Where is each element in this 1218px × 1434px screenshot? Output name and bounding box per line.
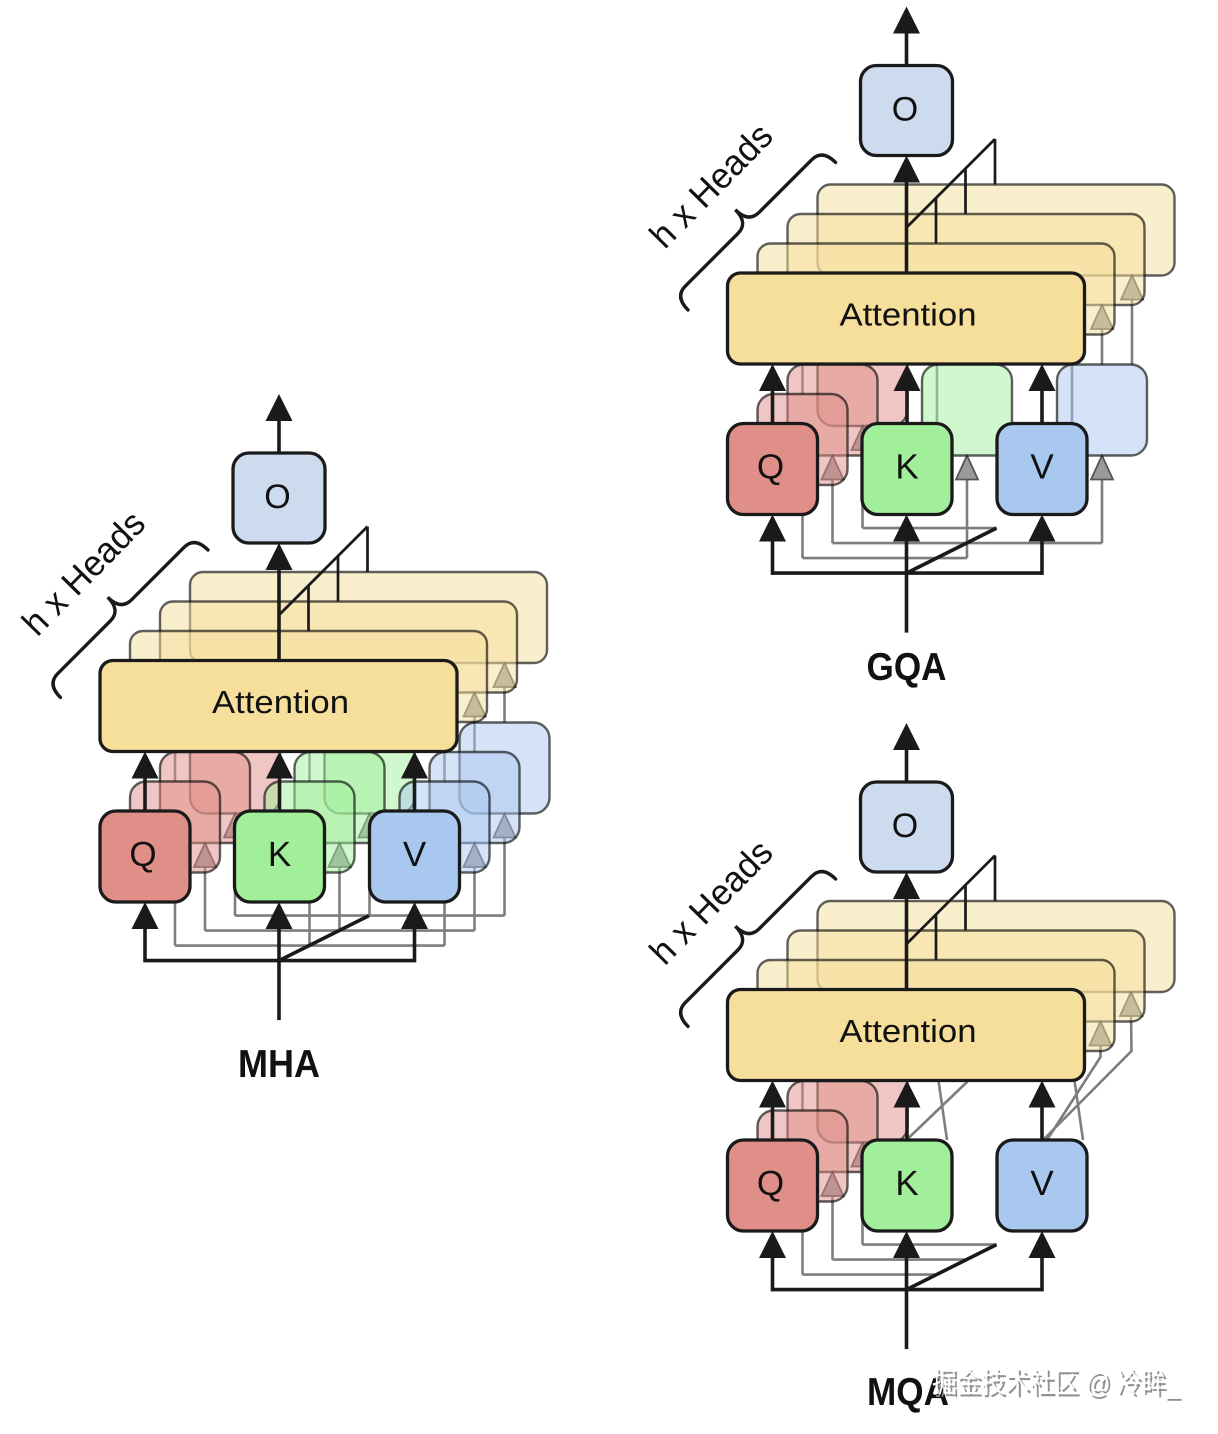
svg-text:Q: Q [129, 835, 156, 874]
svg-text:O: O [264, 478, 290, 516]
svg-text:Attention: Attention [840, 297, 977, 333]
svg-text:K: K [895, 1164, 918, 1203]
svg-text:掘金技术社区 @ 冷眸_: 掘金技术社区 @ 冷眸_ [935, 1370, 1183, 1402]
svg-text:V: V [403, 835, 427, 874]
svg-text:O: O [892, 91, 918, 129]
svg-text:V: V [1030, 448, 1054, 487]
svg-text:V: V [1030, 1164, 1054, 1203]
svg-text:Q: Q [757, 1164, 784, 1203]
svg-text:K: K [268, 835, 291, 874]
svg-text:MQA: MQA [867, 1371, 949, 1414]
svg-text:Q: Q [757, 448, 784, 487]
svg-text:Attention: Attention [840, 1013, 977, 1049]
svg-text:Attention: Attention [212, 684, 349, 720]
svg-text:GQA: GQA [867, 646, 947, 689]
svg-text:MHA: MHA [238, 1043, 320, 1086]
svg-text:掘金技术社区 @ 冷眸_: 掘金技术社区 @ 冷眸_ [932, 1368, 1180, 1400]
svg-text:K: K [895, 448, 918, 487]
svg-text:O: O [892, 807, 918, 845]
